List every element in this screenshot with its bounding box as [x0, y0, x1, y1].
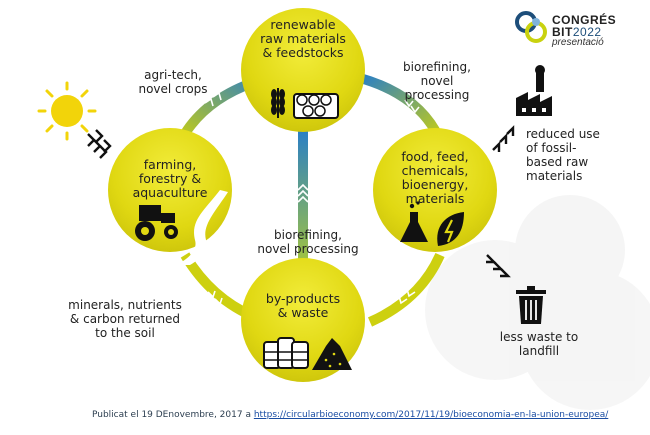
congres-bit-logo: CONGRÉS BIT2022 presentació: [514, 8, 644, 48]
footer-citation: Publicat el 19 DEnovembre, 2017 a https:…: [92, 410, 608, 420]
wheat-icon: [271, 88, 285, 118]
footer-prefix: Publicat el 19 DEnovembre, 2017 a: [92, 410, 251, 420]
node-bottom-label: by-products & waste: [265, 291, 341, 320]
less-waste-label: less waste to landfill: [499, 330, 579, 358]
logs-icon: [293, 93, 339, 119]
leaf-bolt-icon: [437, 212, 464, 246]
pile-icon: [312, 338, 352, 370]
watermark-logo: [425, 195, 650, 410]
logo-year: 2022: [572, 25, 602, 39]
node-top-label: renewable raw materials & feedstocks: [260, 17, 346, 60]
tractor-icon: [135, 205, 178, 241]
reduced-use-label: reduced use of fossil- based raw materia…: [526, 127, 600, 183]
center-flow-bar: [298, 130, 308, 270]
logo-subtitle: presentació: [552, 37, 604, 48]
factory-icon: [516, 65, 552, 116]
sun-icon: [37, 81, 97, 141]
biorefining-center-label: biorefining, novel processing: [257, 228, 359, 256]
node-right-circle: [373, 128, 497, 252]
flask-icon: [400, 201, 428, 242]
logo-name: CONGRÉS BIT2022: [552, 14, 616, 38]
footer-source-link[interactable]: https://circularbioeconomy.com/2017/11/1…: [253, 410, 609, 420]
node-right-label: food, feed, chemicals, bioenergy, materi…: [401, 149, 469, 206]
logo-name-bit: BIT: [552, 25, 573, 39]
biorefining-top-label: biorefining, novel processing: [403, 60, 471, 102]
node-left-label: farming, forestry & aquaculture: [132, 157, 208, 200]
trash-icon: [516, 286, 546, 324]
minerals-label: minerals, nutrients & carbon returned to…: [68, 298, 182, 340]
logo-name-line1: CONGRÉS: [552, 13, 617, 27]
river-icon: [175, 190, 228, 265]
ring-chevrons: [204, 91, 420, 306]
right-down-chevron-arrows-icon: [486, 254, 511, 278]
sun-chevron-arrows-icon: [87, 129, 112, 159]
barrels-icon: [263, 337, 309, 369]
logo-mark-icon: [515, 11, 547, 43]
right-up-chevron-arrows-icon: [492, 125, 515, 152]
agritech-label: agri-tech, novel crops: [138, 68, 208, 96]
